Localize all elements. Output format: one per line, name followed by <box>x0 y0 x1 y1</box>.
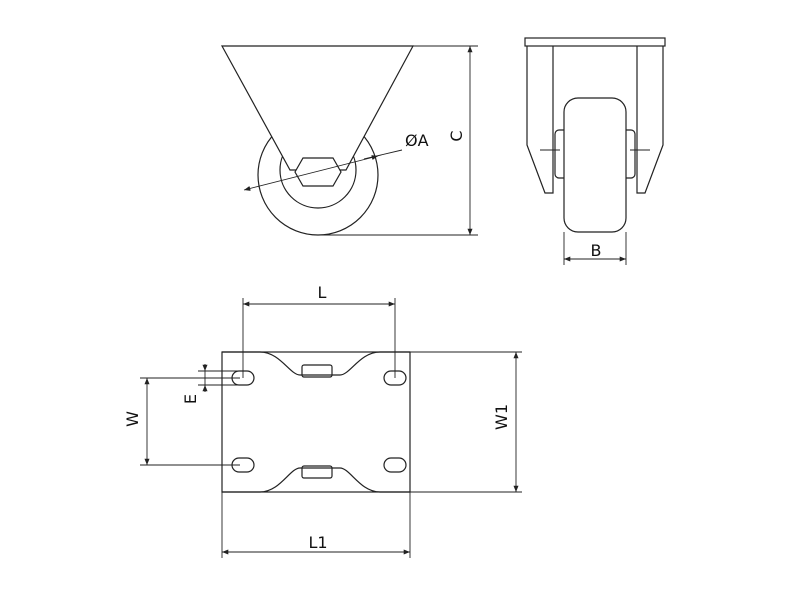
height-label: C <box>447 130 466 141</box>
top-nut <box>301 364 333 378</box>
top-view: L L1 W W1 E <box>123 283 522 558</box>
plate-bottom-edge-cutout <box>222 467 410 493</box>
left-bracket-leg <box>526 46 554 194</box>
diameter-label: ØA <box>405 131 429 150</box>
hole-width-label: W <box>123 411 142 427</box>
bracket-plate <box>220 45 415 171</box>
plate-length-label: L1 <box>308 533 327 552</box>
axle-nut-hex <box>294 157 342 187</box>
side-view: B <box>524 37 666 265</box>
hole-length-label: L <box>318 283 327 302</box>
slot-hole-bottom-right <box>383 457 407 473</box>
wheel-side <box>563 97 627 233</box>
front-view: ØA C <box>220 45 478 236</box>
plate-width-label: W1 <box>492 404 511 430</box>
bottom-nut <box>301 465 333 479</box>
diameter-leader <box>363 149 403 160</box>
right-bracket-leg <box>636 46 664 194</box>
mounting-plate-outline <box>221 351 411 493</box>
plate-top-edge-cutout <box>222 351 410 376</box>
width-label: B <box>591 241 602 260</box>
slot-label: E <box>181 394 200 404</box>
top-plate <box>524 37 666 47</box>
diameter-dimension-line <box>243 155 379 191</box>
